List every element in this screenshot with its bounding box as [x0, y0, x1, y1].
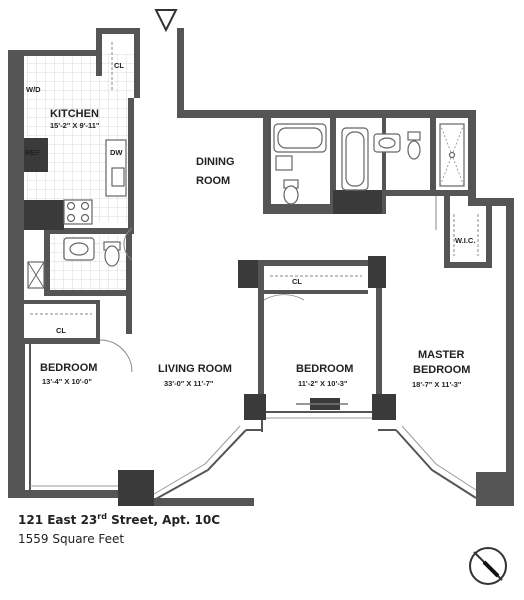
master-dims: 18'-7" X 11'-3"	[412, 380, 462, 389]
closet-left-label: CL	[56, 326, 66, 335]
bathroom-middle	[273, 123, 327, 205]
compass-north-icon	[469, 547, 507, 585]
address-line: 121 East 23rd Street, Apt. 10C	[18, 512, 220, 527]
kitchen-appliances	[63, 139, 127, 225]
bedroom-left-dims: 13'-4" X 10'-0"	[42, 377, 92, 386]
bedroom-mid-dims: 11'-2" X 10'-3"	[298, 379, 348, 388]
windows	[23, 344, 477, 501]
kitchen-dims: 15'-2" X 9'-11"	[50, 121, 100, 130]
master-label-1: MASTER	[418, 349, 465, 361]
master-label-2: BEDROOM	[413, 364, 470, 376]
wd-label: W/D	[26, 85, 41, 94]
dw-label: DW	[110, 148, 123, 157]
living-room-dims: 33'-0" X 11'-7"	[164, 379, 214, 388]
closet-top-label: CL	[114, 61, 124, 70]
dining-label-1: DINING	[196, 156, 235, 168]
kitchen-label: KITCHEN	[50, 108, 99, 120]
bathroom-left	[27, 237, 121, 289]
address-post: Street, Apt. 10C	[106, 513, 221, 527]
closet-rods	[30, 42, 479, 315]
bathroom-right	[341, 123, 465, 191]
living-room-label: LIVING ROOM	[158, 363, 232, 375]
dining-label-2: ROOM	[196, 175, 230, 187]
bedroom-left-label: BEDROOM	[40, 362, 97, 374]
square-footage: 1559 Square Feet	[18, 532, 125, 546]
interior-walls	[24, 98, 492, 420]
wic-label: W.I.C.	[455, 236, 475, 245]
room-labels: KITCHEN 15'-2" X 9'-11" DINING ROOM BEDR…	[25, 61, 475, 389]
entry-triangle-icon	[154, 9, 178, 33]
ref-label: REF.	[25, 148, 41, 157]
address-sup: rd	[97, 512, 107, 521]
doors	[99, 196, 437, 373]
address-pre: 121 East 23	[18, 513, 98, 527]
exterior-walls	[8, 28, 514, 506]
bedroom-mid-label: BEDROOM	[296, 363, 353, 375]
closet-mid-label: CL	[292, 277, 302, 286]
